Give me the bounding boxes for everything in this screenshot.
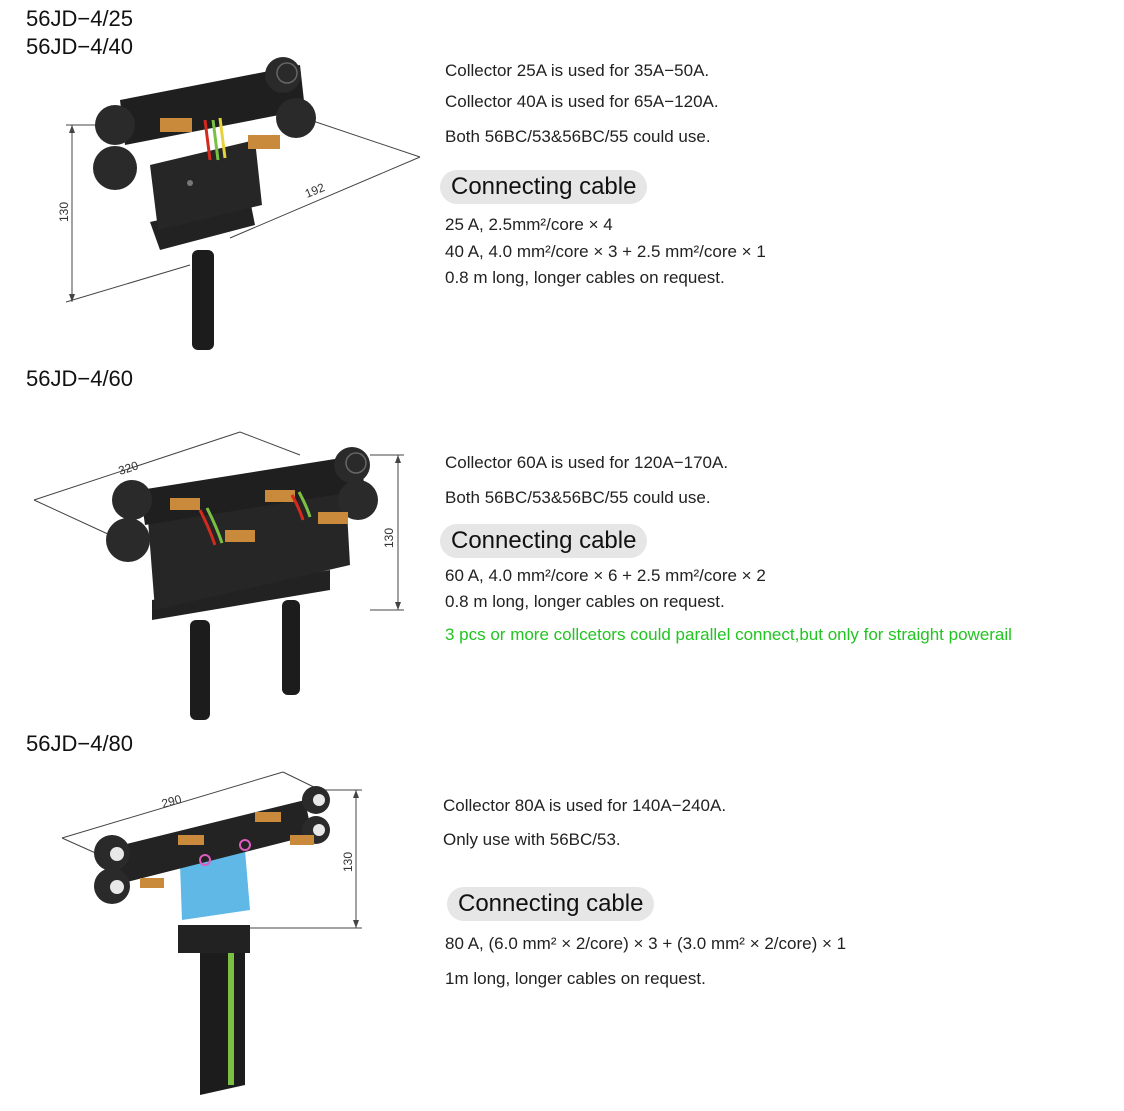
spec-line: Collector 60A is used for 120A−170A. xyxy=(445,453,729,472)
spec-line: Collector 25A is used for 35A−50A. xyxy=(445,61,710,80)
dim-height-3: 130 xyxy=(341,852,355,872)
spec-line: Only use with 56BC/53. xyxy=(443,830,621,849)
dim-length-3: 290 xyxy=(160,792,183,811)
model-title-40: 56JD−4/40 xyxy=(26,34,134,59)
dim-height-1: 130 xyxy=(57,202,71,222)
cable-line: 0.8 m long, longer cables on request. xyxy=(445,592,725,611)
spec-line: Both 56BC/53&56BC/55 could use. xyxy=(445,127,711,146)
parallel-note: 3 pcs or more collcetors could parallel … xyxy=(445,625,1012,644)
cable-line: 0.8 m long, longer cables on request. xyxy=(445,268,725,287)
collector-body xyxy=(106,447,378,720)
cable-line: 25 A, 2.5mm²/core × 4 xyxy=(445,215,613,234)
cable-line: 40 A, 4.0 mm²/core × 3 + 2.5 mm²/core × … xyxy=(445,242,766,261)
model-title-60: 56JD−4/60 xyxy=(26,366,134,391)
collector-body xyxy=(94,786,330,1095)
spec-line: Collector 40A is used for 65A−120A. xyxy=(445,92,719,111)
cable-heading: Connecting cable xyxy=(447,887,655,921)
spec-line: Both 56BC/53&56BC/55 could use. xyxy=(445,488,711,507)
cable-line: 1m long, longer cables on request. xyxy=(445,969,706,988)
model-title-25: 56JD−4/25 xyxy=(26,6,134,31)
spec-line: Collector 80A is used for 140A−240A. xyxy=(443,796,727,815)
dim-height-2: 130 xyxy=(382,528,396,548)
dim-length-2: 320 xyxy=(117,458,141,478)
cable-heading: Connecting cable xyxy=(440,524,648,558)
model-title-80: 56JD−4/80 xyxy=(26,731,134,756)
cable-line: 60 A, 4.0 mm²/core × 6 + 2.5 mm²/core × … xyxy=(445,566,766,585)
cable-heading: Connecting cable xyxy=(440,170,648,204)
collector-body xyxy=(93,57,316,350)
cable-line: 80 A, (6.0 mm² × 2/core) × 3 + (3.0 mm² … xyxy=(445,934,847,953)
